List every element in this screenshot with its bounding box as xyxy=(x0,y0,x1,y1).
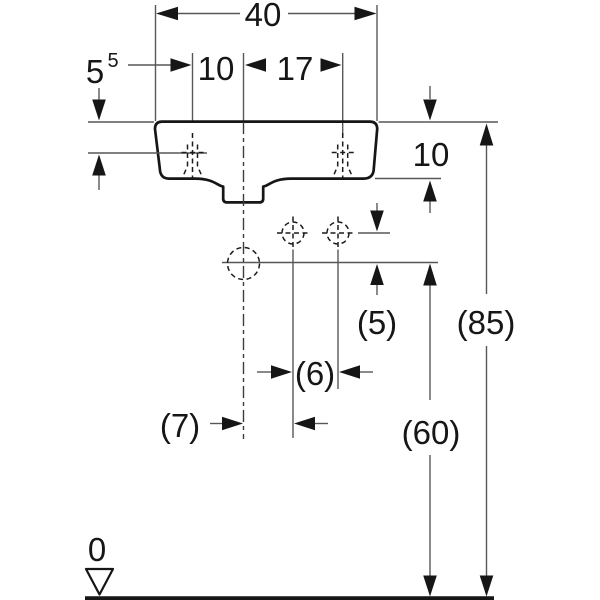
dim-drain-offset: (7) xyxy=(160,407,328,444)
dim-tap-holes: 10 17 xyxy=(128,50,342,87)
dim-label-rim-drop-sup: 5 xyxy=(107,50,118,72)
dim-fixing-below-rim: (5) xyxy=(357,203,397,341)
dim-label-rim-drop: 5 xyxy=(86,53,104,90)
dim-rim-drop: 5 5 xyxy=(86,50,119,190)
fixing-mark-left xyxy=(277,216,309,250)
dim-label-total-width: 40 xyxy=(245,0,282,33)
dim-front-height: 10 xyxy=(413,86,450,213)
dim-label-front-height: 10 xyxy=(413,136,450,173)
dim-label-tap-offset: 10 xyxy=(198,50,235,87)
dim-fixing-spacing: (6) xyxy=(257,355,373,392)
floor-datum: 0 xyxy=(84,531,494,600)
dim-total-width: 40 xyxy=(156,0,377,33)
dim-label-fixing-spacing: (6) xyxy=(295,355,335,392)
dim-rim-height: (85) xyxy=(457,123,516,597)
dim-label-rim-height: (85) xyxy=(457,304,516,341)
datum-zero-label: 0 xyxy=(88,531,106,568)
dim-label-trap-outlet-height: (60) xyxy=(402,414,461,451)
washbasin-outline xyxy=(153,120,379,204)
dim-label-tap-spacing: 17 xyxy=(277,50,314,87)
dim-label-drain-offset: (7) xyxy=(160,407,200,444)
tap-hole-right xyxy=(331,133,354,178)
drain-outlet-circle xyxy=(226,246,261,281)
tap-hole-left xyxy=(181,133,204,178)
dim-label-fixing-below-rim: (5) xyxy=(357,304,397,341)
dim-trap-outlet-height: (60) xyxy=(402,263,461,597)
datum-triangle-icon xyxy=(84,567,115,596)
fixing-mark-right xyxy=(322,216,354,250)
extension-lines xyxy=(88,5,498,438)
